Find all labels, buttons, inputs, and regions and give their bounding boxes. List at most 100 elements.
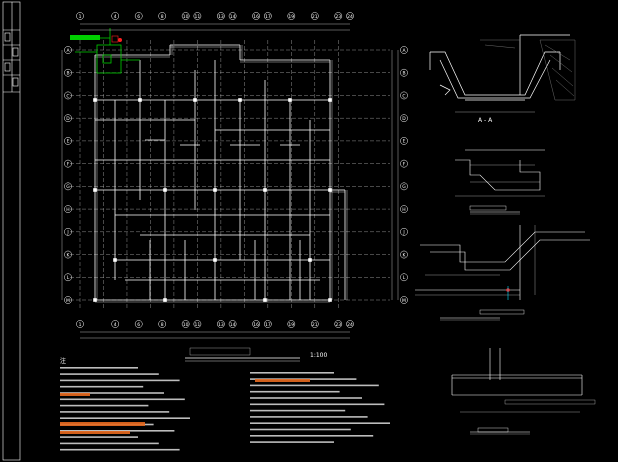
axis-label: G	[66, 184, 70, 190]
axis-label: 17	[265, 14, 271, 20]
note-line	[60, 436, 138, 438]
axis-bubble-right: K	[400, 250, 408, 259]
axis-label: 24	[347, 14, 353, 20]
axis-bubble-right: G	[400, 182, 408, 191]
axis-bubble-right: A	[400, 46, 408, 54]
axis-bubble-bottom: 14	[228, 320, 237, 328]
axis-label: B	[66, 71, 69, 77]
axis-bubble-bottom: 21	[310, 320, 319, 328]
axis-bubble-right: B	[400, 68, 408, 77]
axis-label: 11	[195, 14, 201, 20]
axis-label: A	[66, 48, 70, 54]
note-line	[60, 373, 159, 375]
axis-label: 4	[114, 322, 117, 328]
axis-label: M	[402, 298, 406, 304]
notes-heading: 注	[60, 358, 67, 365]
axis-bubble-bottom: 19	[287, 320, 296, 328]
axis-label: 1	[79, 322, 82, 328]
note-line	[250, 372, 334, 374]
axis-label: K	[403, 252, 407, 258]
axis-bubble-bottom: 23	[334, 320, 343, 328]
axis-bubble-bottom: 17	[263, 320, 272, 328]
column-marker	[93, 188, 97, 192]
axis-bubble-right: H	[400, 205, 408, 213]
axis-label: 10	[183, 322, 189, 328]
axis-bubble-top: 14	[228, 12, 237, 20]
axis-bubble-top: 13	[217, 12, 225, 20]
left-title-strip	[2, 1, 21, 461]
axis-label: K	[67, 252, 71, 258]
axis-bubble-right: F	[400, 159, 408, 168]
note-line	[250, 416, 368, 418]
axis-label: 19	[288, 322, 294, 328]
note-line	[250, 397, 362, 399]
column-marker	[163, 298, 167, 302]
column-marker	[193, 98, 197, 102]
note-line	[250, 390, 340, 393]
note-line	[60, 430, 175, 432]
stair-markers	[506, 286, 510, 300]
note-line	[250, 435, 374, 437]
axis-label: J	[402, 230, 404, 236]
axis-label: 23	[335, 322, 341, 328]
axis-bubble-top: 24	[346, 12, 354, 20]
axis-bubble-right: E	[400, 137, 408, 145]
note-line	[250, 422, 390, 424]
section-hatching	[480, 39, 576, 101]
axis-bubble-top: 8	[158, 12, 167, 20]
axis-label: F	[67, 161, 70, 167]
column-marker	[213, 258, 217, 262]
axis-bubble-bottom: 8	[158, 320, 167, 328]
axis-bubble-right: M	[400, 296, 408, 304]
axis-label: 13	[218, 14, 224, 20]
axis-bubble-top: 10	[181, 12, 190, 20]
axis-label: 21	[312, 14, 318, 20]
note-line	[60, 411, 170, 413]
axis-bubbles-right: A B C D E F G H J K L M	[400, 46, 408, 304]
stair-section-detail	[415, 225, 590, 321]
axis-bubble-bottom: 11	[193, 320, 202, 328]
column-marker	[263, 188, 267, 192]
axis-bubble-top: 1	[76, 12, 84, 20]
axis-bubble-right: C	[400, 91, 408, 100]
dimension-lines	[61, 23, 399, 339]
axis-label: 10	[183, 14, 189, 20]
axis-bubble-right: J	[400, 227, 408, 236]
column-marker	[93, 98, 97, 102]
note-line	[250, 384, 379, 387]
column-marker	[138, 98, 142, 102]
axis-label: 11	[195, 322, 201, 328]
axis-label: L	[403, 275, 406, 281]
axis-bubble-top: 11	[193, 12, 202, 20]
axis-label: 8	[161, 14, 164, 20]
axis-bubble-bottom: 13	[217, 320, 225, 328]
axis-bubble-bottom: 24	[346, 320, 354, 328]
note-line	[250, 441, 334, 443]
axis-label: H	[402, 207, 405, 213]
note-line	[250, 409, 346, 412]
red-marker	[111, 35, 122, 43]
column-marker	[213, 188, 217, 192]
axis-bubble-top: 4	[111, 12, 120, 20]
axis-bubble-bottom: 4	[111, 320, 120, 328]
note-line	[60, 404, 149, 407]
axis-label: B	[402, 71, 405, 77]
structural-grid	[70, 40, 390, 310]
column-marker	[238, 98, 242, 102]
axis-bubble-top: 17	[263, 12, 272, 20]
axis-label: D	[66, 116, 70, 122]
axis-label: 16	[253, 322, 259, 328]
axis-bubble-right: D	[400, 114, 408, 123]
note-line	[60, 379, 180, 382]
axis-label: 23	[335, 14, 341, 20]
axis-label: 6	[137, 14, 140, 20]
axis-label: J	[66, 230, 68, 236]
axis-label: 14	[230, 14, 236, 20]
note-line	[60, 398, 185, 401]
axis-label: 6	[137, 322, 140, 328]
